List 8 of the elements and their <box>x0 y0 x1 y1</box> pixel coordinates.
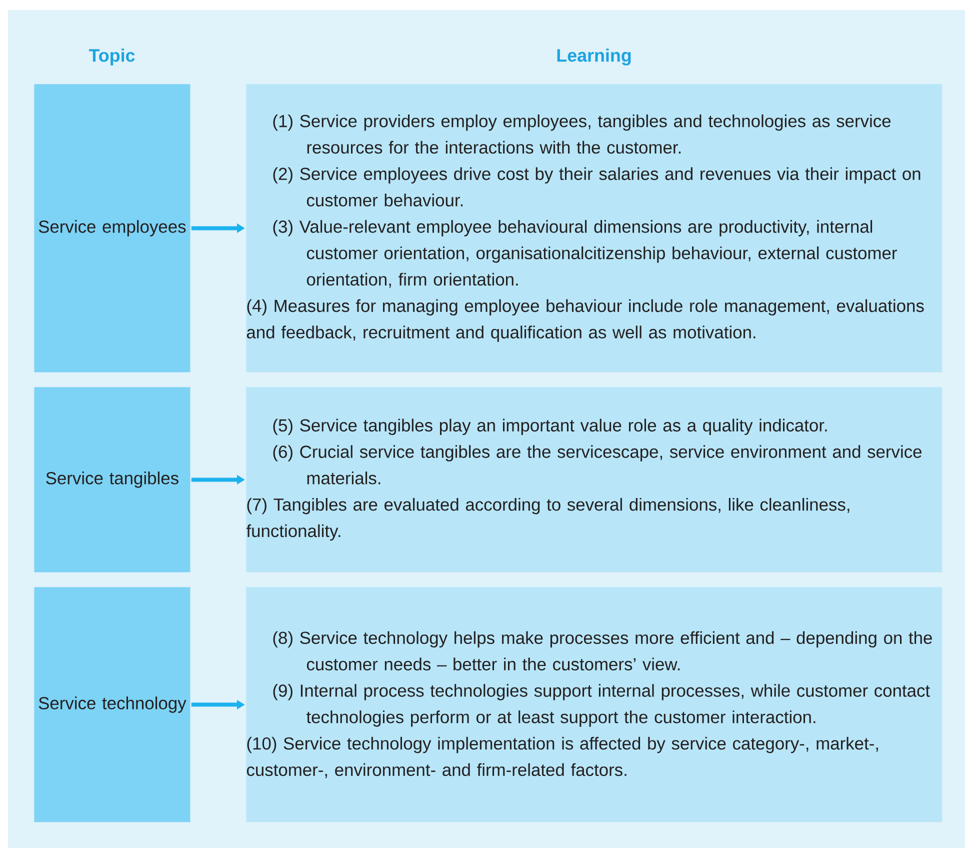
column-header: Topic <box>88 48 135 66</box>
learning-box: (1) Service providers employ employees, tangibles and technologies as service resources for the interactions with the customer. (2) Service employees drive cost by their salaries and revenues via their impact on customer behaviour. (3) Value-relevant employee behavioural dimensions are productivity, internal customer orientation, organisationalcitizenship behaviour, external customer orientation, firm orientation. (4) Measures for managing employee behaviour include role management, evaluations and feedback, recruitment and qualification as well as motivation. <box>246 84 942 372</box>
topic-box: Service technology <box>34 587 190 822</box>
column-header: Learning <box>557 48 631 66</box>
topic-box: Service tangibles <box>34 387 190 572</box>
learning-box: (8) Service technology helps make processes more efficient and – depending on the customer needs – better in the customers’ view. (9) Internal process technologies support internal processes, while customer contact technologies perform or at least support the customer interaction. (10) Service technology implementation is affected by service category-, market-, customer-, environment- and firm-related factors. <box>246 587 942 822</box>
learning-box: (5) Service tangibles play an important value role as a quality indicator. (6) Crucial service tangibles are the servicescape, service environment and service materials. (7) Tangibles are evaluated according to several dimensions, like cleanliness, functionality. <box>246 387 942 572</box>
topic-box: Service employees <box>34 84 190 372</box>
